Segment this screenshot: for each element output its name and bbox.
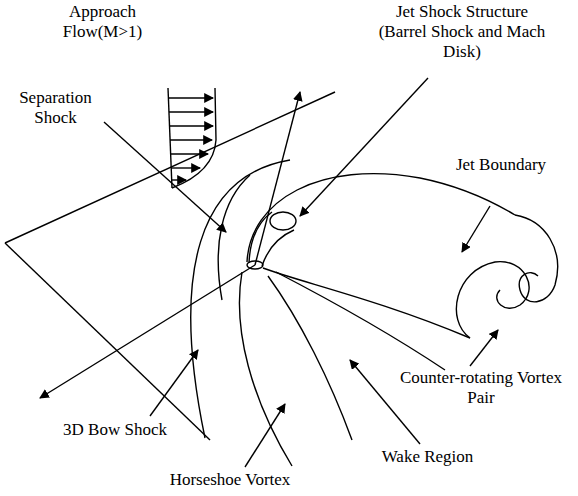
callout-label: Jet Shock Structure (Barrel Shock and Ma… <box>372 2 552 62</box>
callout-label: Horseshoe Vortex <box>145 470 315 490</box>
callout-label: Separation Shock <box>8 88 103 128</box>
callout-label: Approach Flow(M>1) <box>50 2 155 42</box>
callout-label: Jet Boundary <box>455 155 547 175</box>
callout-label: Counter-rotating Vortex Pair <box>388 368 574 408</box>
callout-label: 3D Bow Shock <box>40 420 190 440</box>
callout-label: Wake Region <box>355 447 500 467</box>
